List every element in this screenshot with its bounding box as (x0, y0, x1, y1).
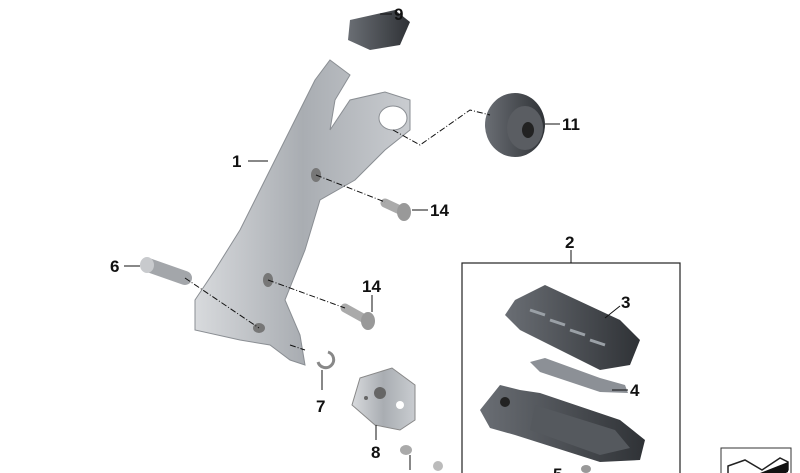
spring-part-4 (530, 358, 628, 393)
callout-7: 7 (316, 397, 325, 416)
callout-11: 11 (562, 115, 580, 134)
bolt-part-14-upper (380, 198, 411, 221)
callout-8: 8 (371, 443, 380, 462)
plate-part-8 (351, 367, 416, 431)
nut-part (400, 445, 412, 455)
pin-part-6 (140, 257, 192, 285)
navigation-arrow-icon[interactable] (720, 447, 792, 473)
callout-6: 6 (110, 257, 119, 276)
callout-3: 3 (621, 293, 630, 312)
callout-14-upper: 14 (430, 201, 449, 220)
callout-5: 5 (553, 465, 562, 473)
cap-part-9 (348, 10, 410, 50)
footpeg-part (480, 385, 645, 462)
bracket-part-1 (194, 59, 411, 366)
leader-lines (124, 13, 628, 470)
ball-part (433, 461, 443, 471)
callout-9: 9 (394, 5, 403, 24)
callout-1: 1 (232, 152, 241, 171)
bolt-part-14-lower (340, 303, 375, 330)
callout-2: 2 (565, 233, 574, 252)
clip-part-7 (316, 350, 336, 370)
bolt-part-5 (581, 465, 591, 473)
callout-14-lower: 14 (362, 277, 381, 296)
grommet-part-11 (485, 93, 545, 157)
callout-4: 4 (630, 381, 640, 400)
rubber-pad-part-3 (505, 285, 640, 370)
